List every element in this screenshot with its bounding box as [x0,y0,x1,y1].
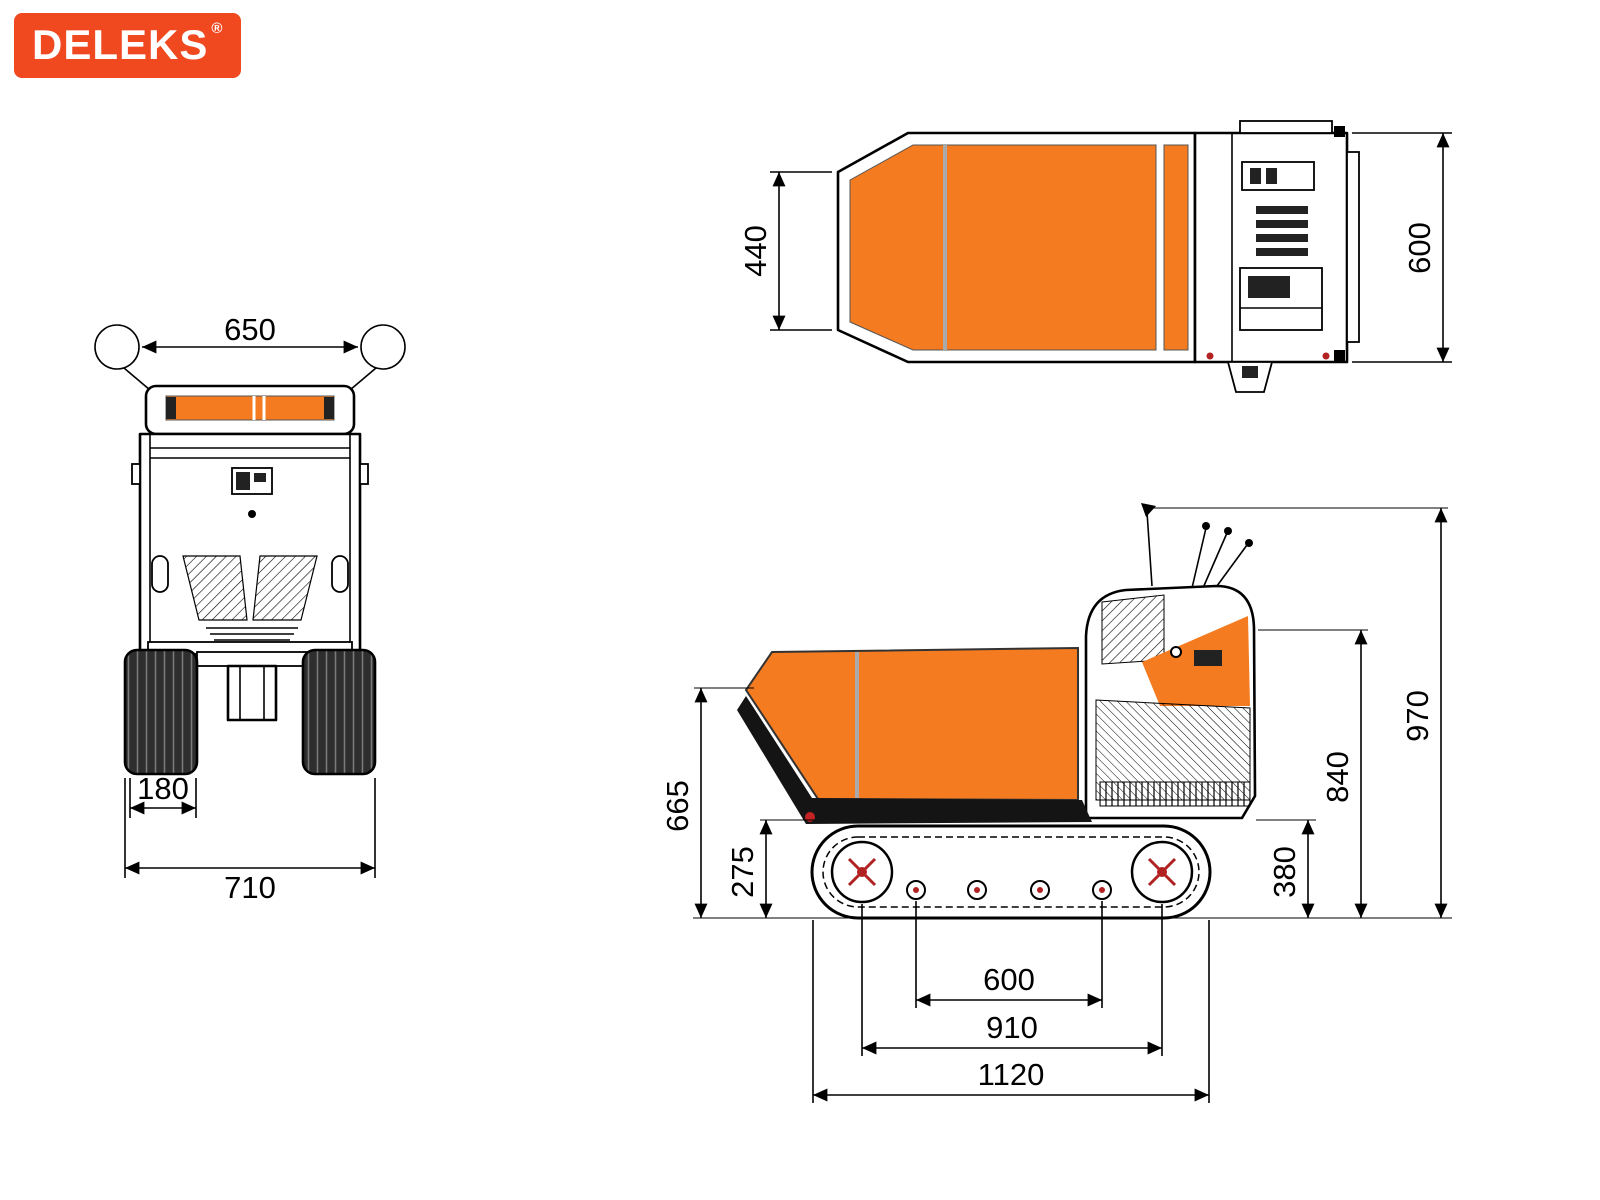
center-column [226,664,278,722]
grille-right [252,555,318,621]
dimension-970: 970 [1400,508,1448,918]
dimension-440: 440 [738,171,832,331]
side-view: 665 275 380 840 970 600 910 [660,503,1452,1103]
cab-decal [1194,650,1222,666]
registered-trademark: ® [211,20,224,37]
dimension-710: 710 [124,778,376,905]
front-right-track [301,648,377,776]
dim-380-label: 380 [1267,846,1302,898]
dimension-1120: 1120 [812,920,1210,1103]
dim-600-side-label: 600 [983,962,1035,997]
side-track-tread [822,836,1200,908]
right-handle-loop [360,324,406,370]
top-hopper-edge-strip [1163,144,1189,351]
dim-710-label: 710 [224,870,276,905]
dimension-275: 275 [725,820,773,918]
top-hopper-fill [849,144,1157,351]
front-bolt [248,510,256,518]
deleks-logo: DELEKS® [14,13,242,78]
dim-180-label: 180 [137,771,189,806]
right-side-slot [331,555,349,593]
top-platform-edge [1346,151,1360,343]
grille-left [182,555,248,621]
cab-hatch-upper [1101,594,1165,665]
dim-910-label: 910 [986,1010,1038,1045]
lever-grip [1141,503,1156,517]
top-view: 440 600 [738,120,1452,393]
handlebar-orange-strip [165,395,335,421]
front-left-track [123,648,199,776]
cab-vent-band [1099,781,1251,807]
dimension-840: 840 [1320,630,1368,918]
dim-1120-label: 1120 [978,1057,1045,1092]
dim-650-label: 650 [224,312,276,347]
dim-440-label: 440 [738,225,773,277]
hopper-underframe [737,696,1092,824]
dim-970-label: 970 [1400,690,1435,742]
dim-600-top-label: 600 [1402,222,1437,274]
left-handle-loop [94,324,140,370]
lever-antenna [1146,511,1153,587]
dimension-665: 665 [660,688,708,918]
dimension-180: 180 [129,771,197,818]
dimension-380: 380 [1267,820,1315,918]
dimension-650: 650 [142,312,358,354]
dimension-600-side: 600 [915,901,1103,1008]
dimension-910: 910 [861,904,1163,1056]
logo-text: DELEKS [32,21,209,68]
dim-665-label: 665 [660,780,695,832]
front-body [138,432,362,654]
front-view: 650 [94,312,406,905]
axle-beam [196,651,308,667]
dim-840-label: 840 [1320,751,1355,803]
dimension-600-top: 600 [1352,132,1452,363]
dim-275-label: 275 [725,846,760,898]
left-side-slot [151,555,169,593]
cab-knob [1170,646,1182,658]
